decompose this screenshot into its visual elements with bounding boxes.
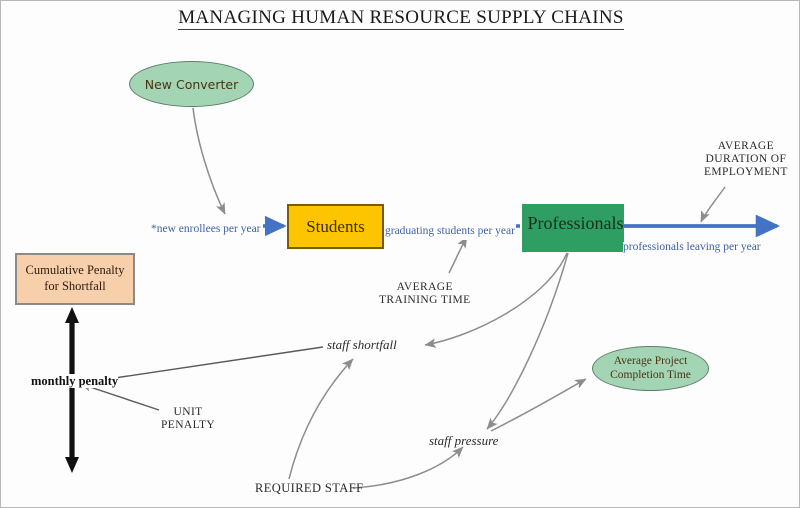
aux-avg-duration-line1: AVERAGE	[717, 140, 775, 152]
converter-new-converter[interactable]: New Converter	[129, 61, 254, 107]
link-training-time-to-graduating	[448, 236, 468, 274]
stock-cumulative-penalty[interactable]: Cumulative Penalty for Shortfall	[15, 253, 135, 305]
converter-average-project-completion-time[interactable]: Average Project Completion Time	[592, 346, 709, 391]
link-required-staff-to-shortfall	[288, 358, 354, 480]
aux-avg-training-line2: TRAINING TIME	[379, 294, 471, 307]
aux-avg-duration-line3: EMPLOYMENT	[704, 166, 788, 179]
link-required-staff-to-pressure	[352, 446, 464, 489]
link-professionals-to-staff-pressure	[486, 252, 569, 430]
link-new-converter-to-enrollees	[192, 107, 226, 215]
aux-staff-shortfall: staff shortfall	[327, 337, 397, 352]
aux-required-staff: REQUIRED STAFF	[255, 481, 364, 495]
stock-cumulative-penalty-label-line2: for Shortfall	[44, 279, 106, 293]
stock-students-label: Students	[306, 216, 365, 236]
flow-label-graduating-students: graduating students per year	[384, 224, 516, 240]
diagram-title: MANAGING HUMAN RESOURCE SUPPLY CHAINS	[1, 7, 799, 30]
converter-new-converter-label: New Converter	[144, 76, 239, 92]
aux-average-duration-of-employment: AVERAGE DURATION OF EMPLOYMENT	[704, 140, 788, 180]
diagram-title-text: MANAGING HUMAN RESOURCE SUPPLY CHAINS	[178, 7, 624, 30]
aux-monthly-penalty: monthly penalty	[31, 374, 119, 389]
aux-avg-duration-line2: DURATION OF	[705, 153, 787, 166]
flow-label-new-enrollees: *new enrollees per year	[151, 223, 261, 236]
aux-staff-pressure: staff pressure	[429, 433, 499, 448]
flow-monthly-penalty-pipe	[65, 307, 79, 473]
aux-average-training-time: AVERAGE TRAINING TIME	[379, 281, 471, 307]
aux-unit-penalty-line2: PENALTY	[161, 419, 216, 432]
stock-professionals[interactable]: Professionals	[522, 204, 624, 252]
link-duration-to-leaving	[700, 186, 726, 223]
stock-students[interactable]: Students	[287, 204, 384, 249]
link-staff-shortfall-to-monthly-penalty	[80, 346, 324, 386]
flow-label-professionals-leaving: professionals leaving per year	[623, 241, 761, 254]
converter-avg-project-label-line2: Completion Time	[610, 368, 691, 381]
link-staff-pressure-to-avg-project	[490, 378, 587, 432]
aux-unit-penalty: UNIT PENALTY	[161, 406, 215, 432]
stock-professionals-label: Professionals	[527, 213, 624, 233]
aux-avg-training-line1: AVERAGE	[396, 281, 453, 293]
converter-avg-project-label-line1: Average Project	[613, 354, 688, 367]
stock-cumulative-penalty-label-line1: Cumulative Penalty	[25, 263, 125, 278]
link-professionals-to-staff-shortfall	[424, 252, 568, 348]
aux-unit-penalty-line1: UNIT	[173, 406, 203, 418]
